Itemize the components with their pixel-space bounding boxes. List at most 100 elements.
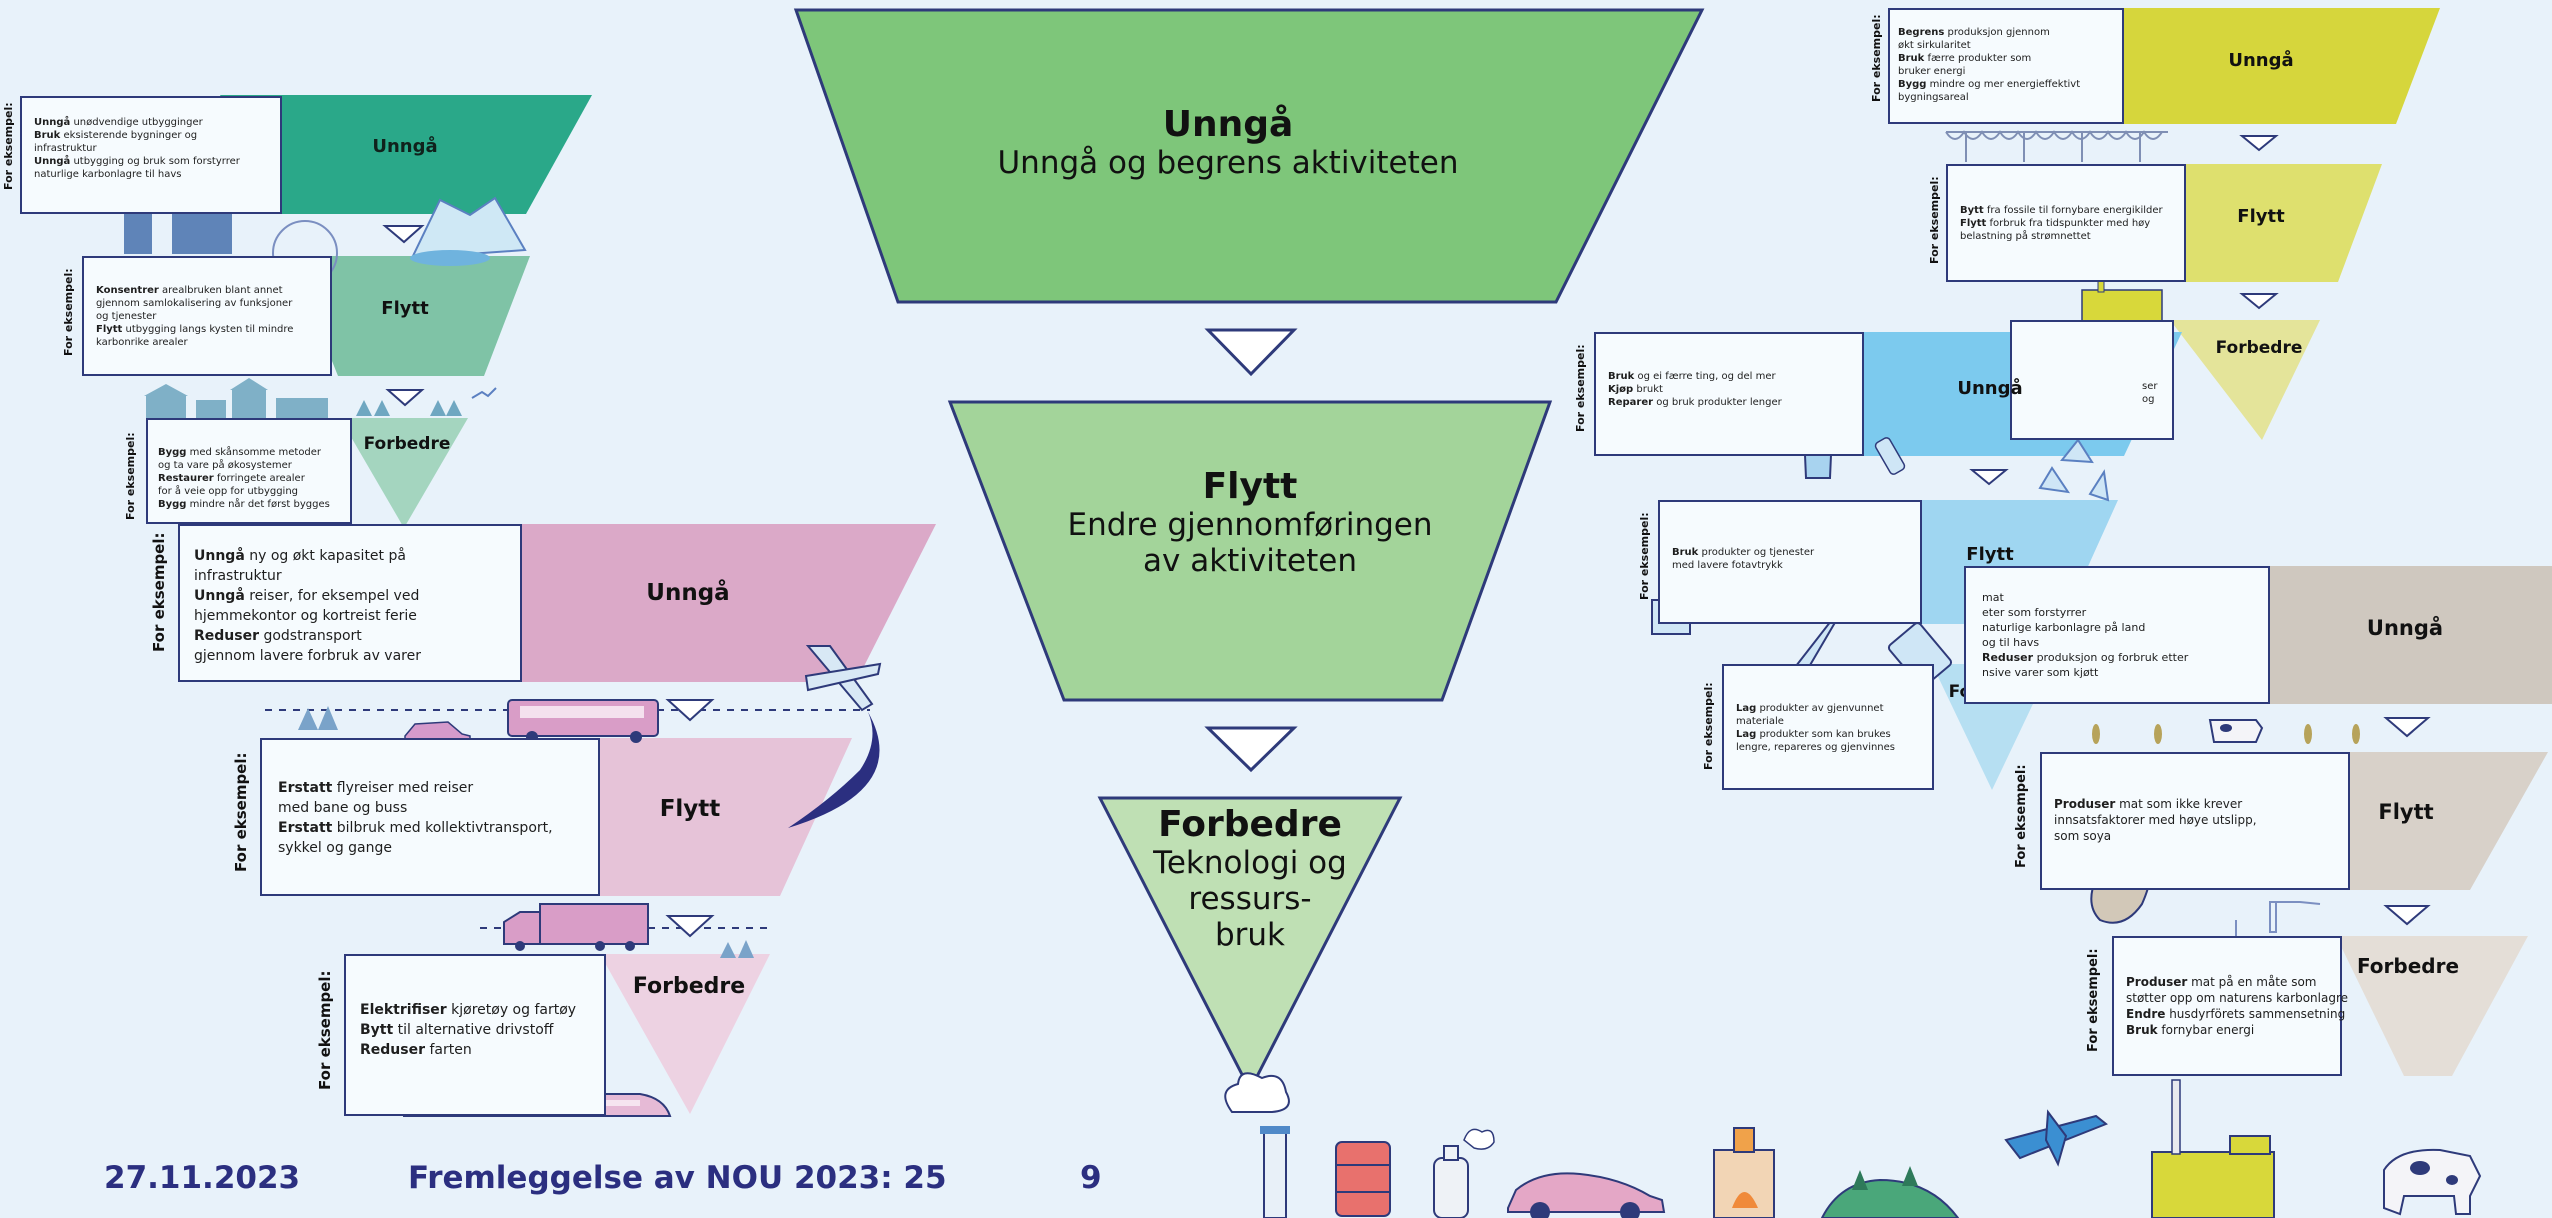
energy-forbedre-examples: ser og <box>2142 381 2158 405</box>
center-chevron-2 <box>1204 726 1298 773</box>
energy-forbedre-shape <box>2170 320 2320 440</box>
cow-icon <box>2208 719 2264 743</box>
consumption-chevron-1 <box>1969 469 2009 486</box>
transport-flytt-label: Flytt <box>659 796 721 822</box>
food-unnga-examples: mat eter som forstyrrer naturlige karbon… <box>1982 591 2189 679</box>
consumption-flytt-label: Flytt <box>1966 544 2014 565</box>
bird-icon <box>471 387 497 399</box>
transport-forbedre-box: Elektrifiser kjøretøy og fartøy Bytt til… <box>344 954 606 1116</box>
center-unnga-title: Unngå <box>1162 104 1294 145</box>
center-unnga-text: Unngå og begrens aktiviteten <box>997 145 1459 181</box>
food-unnga-label: Unngå <box>2366 616 2444 640</box>
energy-flytt-examples: Bytt fra fossile til fornybare energikil… <box>1960 205 2163 242</box>
food-chevron-2 <box>2383 905 2431 926</box>
food-flytt-label: Flytt <box>2378 800 2434 824</box>
transport-unnga-example-label: For eksempel: <box>150 532 168 653</box>
center-flytt-line2: av aktiviteten <box>1143 543 1357 579</box>
center-forbedre-line1: Teknologi og <box>1153 845 1347 881</box>
land-unnga-shape <box>220 95 592 214</box>
energy-unnga-label: Unngå <box>2228 50 2294 71</box>
land-flytt-examples: Konsentrer arealbruken blant annet gjenn… <box>96 285 294 348</box>
land-unnga-examples: Unngå unødvendige utbygginger Bruk eksis… <box>34 117 240 180</box>
center-flytt-title: Flytt <box>1202 466 1298 507</box>
car-icon <box>1507 1172 1666 1218</box>
energy-flytt-box: Bytt fra fossile til fornybare energikil… <box>1946 164 2186 282</box>
transport-forbedre-label: Forbedre <box>632 974 746 999</box>
energy-unnga-box: Begrens produksjon gjennom økt sirkulari… <box>1888 8 2124 124</box>
land-flytt-label: Flytt <box>381 298 429 319</box>
transport-unnga-box: Unngå ny og økt kapasitet på infrastrukt… <box>178 524 522 682</box>
recycle-icon <box>2038 438 2110 502</box>
transport-forbedre-examples: Elektrifiser kjøretøy og fartøy Bytt til… <box>360 1002 577 1058</box>
center-unnga-block: Unngå Unngå og begrens aktiviteten <box>898 104 1558 181</box>
food-flytt-example-label: For eksempel: <box>2014 764 2029 868</box>
power-line <box>1945 130 2168 162</box>
center-forbedre-line3: bruk <box>1214 917 1286 953</box>
transport-flytt-examples: Erstatt flyreiser med reiser med bane og… <box>278 780 553 856</box>
transport-chevron-1 <box>665 699 715 722</box>
consumption-forbedre-box: Lag produkter av gjenvunnet materiale La… <box>1722 664 1934 790</box>
oil-barrel-icon <box>1335 1141 1391 1217</box>
cow-icon <box>2383 1148 2482 1216</box>
energy-flytt-example-label: For eksempel: <box>1928 176 1941 264</box>
food-unnga-shape <box>2208 566 2552 704</box>
land-unnga-box: Unngå unødvendige utbygginger Bruk eksis… <box>20 96 282 214</box>
energy-unnga-examples: Begrens produksjon gjennom økt sirkulari… <box>1898 27 2081 103</box>
transport-flytt-shape <box>522 738 852 896</box>
food-forbedre-shape <box>2336 936 2528 1076</box>
land-unnga-example-label: For eksempel: <box>2 102 15 190</box>
food-forbedre-box: Produser mat på en måte som støtter opp … <box>2112 936 2348 1076</box>
center-unnga-trapezoid <box>793 8 1705 304</box>
bus-icon <box>507 699 659 743</box>
land-forbedre-label: Forbedre <box>363 434 451 454</box>
land-unnga-label: Unngå <box>372 136 438 157</box>
consumption-unnga-example-label: For eksempel: <box>1574 344 1587 432</box>
consumption-flytt-box: Bruk produkter og tjenester med lavere f… <box>1658 500 1922 624</box>
truck-icon <box>503 903 649 951</box>
footer-title: Fremleggelse av NOU 2023: 25 <box>408 1160 947 1196</box>
transport-unnga-examples: Unngå ny og økt kapasitet på infrastrukt… <box>194 548 421 664</box>
transport-chevron-2 <box>665 915 715 938</box>
center-forbedre-block: Forbedre Teknologi og ressurs- bruk <box>1130 804 1370 953</box>
energy-flytt-shape <box>2140 164 2382 282</box>
energy-unnga-shape <box>2080 8 2440 124</box>
land-flytt-box: Konsentrer arealbruken blant annet gjenn… <box>82 256 332 376</box>
energy-chevron-2 <box>2239 293 2279 310</box>
bottle-icon <box>1874 437 1906 475</box>
food-forbedre-example-label: For eksempel: <box>2086 948 2101 1052</box>
factory-icon <box>2151 1079 2275 1218</box>
center-flytt-block: Flytt Endre gjennomføringen av aktivitet… <box>1000 466 1500 579</box>
land-chevron-2 <box>385 389 425 407</box>
transport-flytt-box: Erstatt flyreiser med reiser med bane og… <box>260 738 600 896</box>
tree-icon <box>356 400 462 416</box>
center-chevron-1 <box>1204 328 1298 377</box>
consumption-flytt-examples: Bruk produkter og tjenester med lavere f… <box>1672 547 1815 571</box>
transport-forbedre-example-label: For eksempel: <box>316 970 334 1091</box>
land-forbedre-example-label: For eksempel: <box>124 432 137 520</box>
transport-unnga-shape <box>440 524 936 682</box>
energy-flytt-label: Flytt <box>2237 206 2285 227</box>
chimney-icon <box>1224 1072 1290 1218</box>
energy-forbedre-box: ser og <box>2010 320 2174 440</box>
energy-chevron-1 <box>2239 135 2279 152</box>
houses-icon <box>144 378 328 418</box>
land-flytt-example-label: For eksempel: <box>62 268 75 356</box>
airplane-icon <box>2004 1109 2108 1167</box>
footer-date: 27.11.2023 <box>104 1160 301 1196</box>
food-unnga-box: mat eter som forstyrrer naturlige karbon… <box>1964 566 2270 704</box>
land-chevron-1 <box>382 225 425 244</box>
plant-icon <box>2235 901 2321 940</box>
food-forbedre-label: Forbedre <box>2356 954 2460 978</box>
island-icon <box>1820 1166 1960 1218</box>
food-forbedre-examples: Produser mat på en måte som støtter opp … <box>2126 975 2349 1037</box>
transport-flytt-example-label: For eksempel: <box>232 752 250 873</box>
land-forbedre-shape <box>340 418 468 528</box>
transport-forbedre-shape <box>600 954 770 1114</box>
tree-icon <box>298 706 754 958</box>
footer-page-number: 9 <box>1080 1160 1102 1196</box>
transport-unnga-label: Unngå <box>646 580 730 606</box>
energy-forbedre-label: Forbedre <box>2215 338 2303 358</box>
food-chevron-1 <box>2383 717 2431 738</box>
land-flytt-shape <box>290 256 530 376</box>
consumption-forbedre-examples: Lag produkter av gjenvunnet materiale La… <box>1736 703 1896 753</box>
